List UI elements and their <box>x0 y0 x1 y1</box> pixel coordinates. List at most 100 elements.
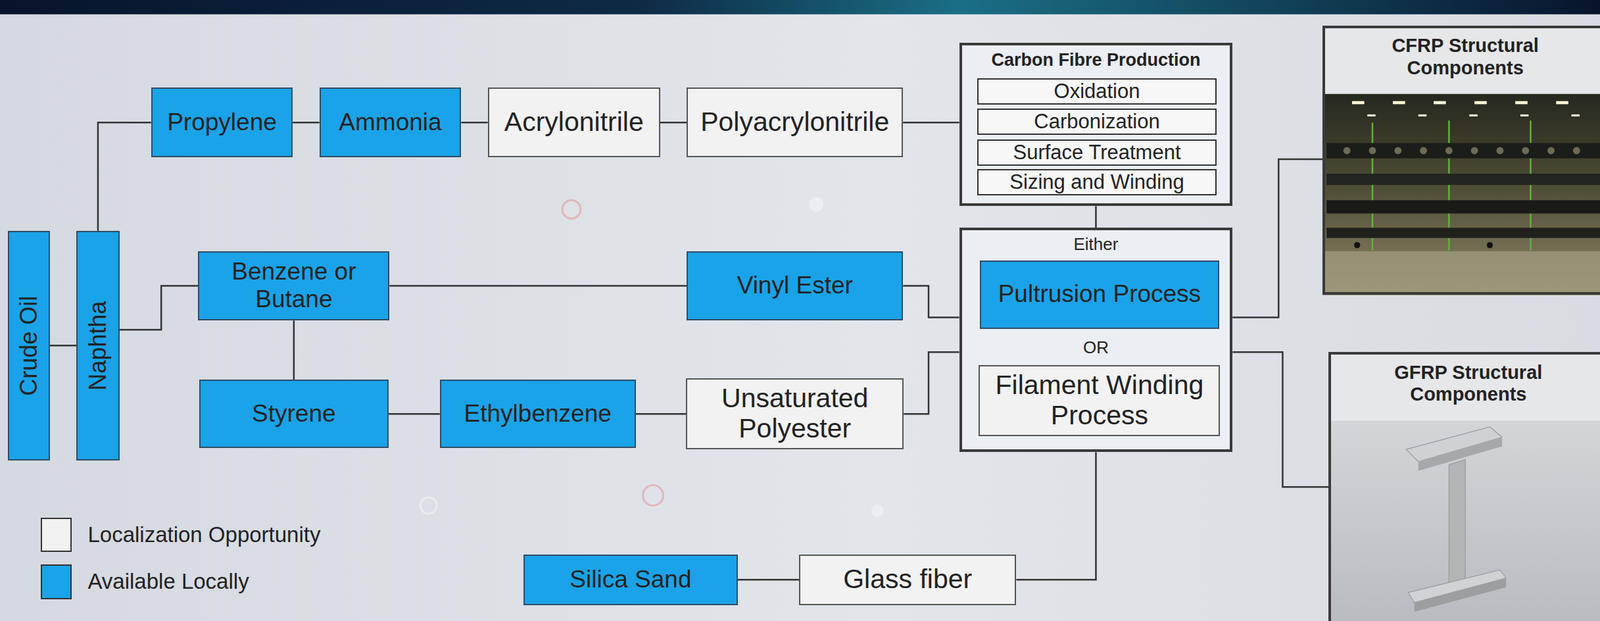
connector-line <box>1232 159 1323 318</box>
beam <box>1326 142 1600 158</box>
product-panel: GFRP Structural Components <box>1328 351 1600 621</box>
heading-ground <box>1322 25 1600 95</box>
node-label: Ammonia <box>338 108 442 137</box>
process-box: Ethylbenzene <box>439 379 636 448</box>
connector-line <box>388 412 440 415</box>
light <box>1520 114 1529 117</box>
i-beam-flange <box>1414 578 1507 612</box>
node-label: Polyacrylonitrile <box>700 107 890 138</box>
feedstock-box: Naphtha <box>76 230 120 461</box>
connector-line <box>293 320 296 380</box>
cfrp-photo <box>1322 94 1600 296</box>
node-label: Naphtha <box>84 300 112 390</box>
light <box>1418 114 1427 117</box>
i-beam-web <box>1448 459 1466 587</box>
light <box>1571 114 1580 117</box>
hole <box>1419 147 1428 155</box>
light <box>1474 101 1487 105</box>
light <box>1469 114 1478 117</box>
beam <box>1326 227 1600 239</box>
connector-line <box>389 284 687 287</box>
process-box: Glass fiber <box>799 554 1017 606</box>
process-box: Polyacrylonitrile <box>686 87 903 158</box>
process-box: Propylene <box>151 87 294 158</box>
node-label: Unsaturated Polyester <box>695 383 895 444</box>
connector-line <box>1016 451 1096 580</box>
panel-heading: Either <box>962 234 1231 255</box>
light <box>1555 101 1569 105</box>
node-label: Silica Sand <box>569 565 692 594</box>
process-box: Acrylonitrile <box>487 87 661 158</box>
node-label: Styrene <box>251 399 337 429</box>
beam <box>1326 199 1600 214</box>
node-label: Surface Treatment <box>1013 141 1182 164</box>
wheel <box>1486 242 1493 248</box>
connector-line <box>97 122 152 231</box>
legend-row: Localization Opportunity <box>40 517 321 553</box>
legend-swatch <box>40 517 72 553</box>
decor-dot <box>808 197 824 212</box>
process-box: Pultrusion Process <box>979 260 1220 329</box>
process-box: Silica Sand <box>523 554 738 606</box>
photo-ground <box>1328 420 1600 621</box>
beam <box>1326 173 1600 185</box>
hole <box>1573 147 1581 155</box>
hole <box>1369 147 1377 155</box>
node-label: Sizing and Winding <box>1009 170 1184 194</box>
legend-label: Available Locally <box>87 568 249 594</box>
node-label: Acrylonitrile <box>504 107 644 138</box>
connector-line <box>1232 351 1329 487</box>
connector-line <box>292 121 319 124</box>
legend-row: Available Locally <box>40 564 250 600</box>
panel-heading: CFRP Structural Components <box>1366 34 1564 79</box>
process-box: Benzene or Butane <box>197 251 390 321</box>
hole <box>1521 147 1529 155</box>
decor <box>420 197 884 517</box>
connector-line <box>737 578 800 581</box>
beam-holes <box>1343 147 1581 155</box>
decor-ring <box>562 199 581 219</box>
top-bar <box>0 0 1600 15</box>
connector-line <box>1094 205 1097 228</box>
hole <box>1394 147 1402 155</box>
step-box: Surface Treatment <box>977 139 1216 166</box>
legend-swatch <box>40 564 72 600</box>
connector-line <box>460 121 488 124</box>
hole <box>1445 147 1453 155</box>
node-label: Vinyl Ester <box>737 271 853 300</box>
light <box>1392 101 1406 105</box>
light <box>1515 101 1528 105</box>
node-label: Oxidation <box>1054 80 1141 103</box>
node-label: Ethylbenzene <box>464 399 612 429</box>
feedstock-box: Crude Oil <box>7 230 50 461</box>
light <box>1433 101 1447 105</box>
connector-line <box>49 344 77 347</box>
wheel <box>1354 242 1360 248</box>
process-box: Unsaturated Polyester <box>685 378 904 450</box>
node-label: Propylene <box>167 108 277 137</box>
heading-ground <box>1328 352 1600 421</box>
step-box: Oxidation <box>977 78 1216 105</box>
panel-heading: Carbon Fibre Production <box>962 49 1231 71</box>
gfrp-photo <box>1328 420 1600 621</box>
panel-heading: GFRP Structural Components <box>1369 361 1568 406</box>
connector-line <box>902 285 959 317</box>
hole <box>1343 147 1351 155</box>
process-box: Vinyl Ester <box>686 251 903 321</box>
process-box: Ammonia <box>319 87 462 158</box>
group-panel: Carbon Fibre ProductionOxidationCarboniz… <box>959 42 1234 206</box>
panel-heading: OR <box>962 338 1231 358</box>
hole <box>1496 147 1504 155</box>
hole <box>1471 147 1479 155</box>
step-box: Carbonization <box>977 108 1216 135</box>
ceiling-lights <box>1352 101 1580 117</box>
process-box: Styrene <box>199 379 390 448</box>
node-label: Crude Oil <box>15 295 43 396</box>
floor <box>1322 251 1600 296</box>
light <box>1367 114 1376 117</box>
connector-line <box>902 121 959 124</box>
light <box>1352 101 1365 105</box>
node-label: Pultrusion Process <box>998 280 1201 309</box>
hole <box>1547 147 1555 155</box>
step-box: Sizing and Winding <box>977 169 1216 196</box>
